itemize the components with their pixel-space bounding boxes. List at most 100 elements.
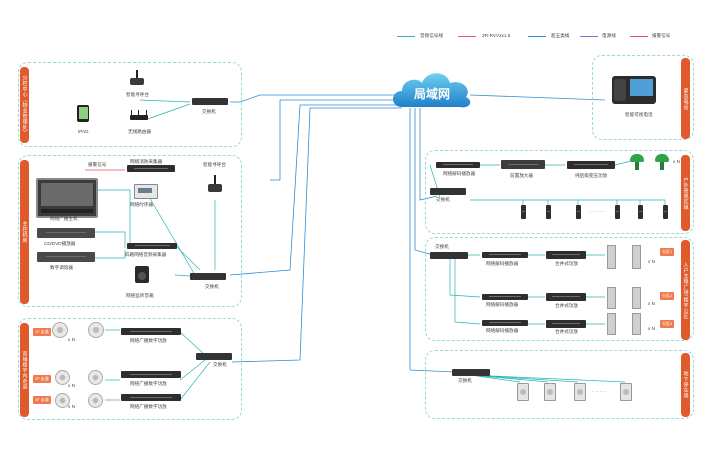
master-paging-icon[interactable] xyxy=(208,175,222,193)
column-speaker-3[interactable] xyxy=(576,205,581,219)
column-speaker-2[interactable] xyxy=(546,205,551,219)
legend-rvv: ZR-RVV2x1.5 xyxy=(482,33,511,38)
branch-section xyxy=(18,62,242,147)
wall-speaker-4[interactable] xyxy=(620,383,632,401)
tower-speaker-2b[interactable] xyxy=(632,287,641,309)
ceiling-speaker-3a[interactable] xyxy=(55,393,70,408)
column-speaker-dots: ······ xyxy=(590,209,606,214)
master-section xyxy=(18,155,242,307)
tower-zone-3: 分区3 xyxy=(660,320,675,328)
timer-label: 网络时序器 xyxy=(130,202,153,207)
ceiling-speaker-2b[interactable] xyxy=(88,370,103,385)
square-decoder-label: 网络解码播放器 xyxy=(443,171,476,176)
timer-device[interactable] xyxy=(134,184,158,199)
wall-speaker-3[interactable] xyxy=(574,383,586,401)
corridor-zone-2: 2F 走道 xyxy=(33,375,51,383)
column-speaker-1[interactable] xyxy=(521,205,526,219)
parking-switch[interactable] xyxy=(452,369,490,376)
column-speaker-5[interactable] xyxy=(638,205,643,219)
corridor-switch[interactable] xyxy=(196,353,232,360)
cd-player[interactable] xyxy=(37,228,95,238)
video-phone-icon[interactable] xyxy=(612,76,656,104)
tower-decoder-1[interactable] xyxy=(482,252,528,258)
tower-speaker-3b[interactable] xyxy=(632,313,641,335)
alarm-signal-label: 报警信号 xyxy=(88,162,107,167)
lawn-speaker-2[interactable] xyxy=(655,154,669,170)
square-tab: 户外景观区域 xyxy=(681,155,690,231)
lawn-speaker-xn: x N xyxy=(673,159,680,164)
audio-collector[interactable] xyxy=(127,243,177,249)
ceiling-speaker-3b[interactable] xyxy=(88,393,103,408)
broadcast-host[interactable] xyxy=(36,178,98,218)
wall-speaker-dots: ······ xyxy=(592,389,608,394)
video-phone-label: 智能可视电话 xyxy=(625,112,653,117)
corridor-xn-1: x N xyxy=(68,337,75,342)
ceiling-speaker-1a[interactable] xyxy=(52,322,68,338)
legend-line-power xyxy=(580,36,598,37)
ceiling-speaker-1b[interactable] xyxy=(88,322,104,338)
square-power-amp[interactable] xyxy=(567,161,615,169)
square-preamp[interactable] xyxy=(501,160,545,169)
fire-collector-label: 网络消防采集器 xyxy=(130,159,163,164)
tower-amp-3[interactable] xyxy=(546,320,586,328)
parking-section xyxy=(425,350,694,419)
tuner[interactable] xyxy=(37,252,95,262)
column-speaker-6[interactable] xyxy=(663,205,668,219)
monitor-speaker-label: 网络监听音箱 xyxy=(126,293,154,298)
master-switch[interactable] xyxy=(190,273,226,280)
corridor-amp-2[interactable] xyxy=(121,371,181,378)
corridor-amp-3[interactable] xyxy=(121,394,181,401)
tower-amp-1[interactable] xyxy=(546,251,586,259)
paging-console-icon[interactable] xyxy=(130,70,144,86)
tower-xn-2: x N xyxy=(648,301,655,306)
corridor-amp-1[interactable] xyxy=(121,328,181,335)
tower-section xyxy=(425,237,694,341)
master-paging-label: 智能寻呼台 xyxy=(203,162,226,167)
tower-speaker-2a[interactable] xyxy=(607,287,616,309)
legend-cat5: 超五类线 xyxy=(551,33,570,38)
phone-tab: 紧急电话 xyxy=(681,58,690,139)
fire-collector[interactable] xyxy=(127,165,175,172)
cloud-label: 局域网 xyxy=(413,87,450,101)
wall-speaker-1[interactable] xyxy=(517,383,529,401)
master-switch-label: 交换机 xyxy=(205,284,219,289)
square-switch[interactable] xyxy=(430,188,466,195)
parking-switch-label: 交换机 xyxy=(458,378,472,383)
lawn-speaker-1[interactable] xyxy=(630,154,644,170)
tower-amp-2[interactable] xyxy=(546,293,586,301)
branch-switch-label: 交换机 xyxy=(202,109,216,114)
branch-switch[interactable] xyxy=(192,98,228,105)
tower-decoder-3[interactable] xyxy=(482,320,528,326)
corridor-section xyxy=(18,318,242,420)
ipad-icon[interactable] xyxy=(77,105,89,122)
monitor-speaker[interactable] xyxy=(135,266,149,283)
router-icon[interactable] xyxy=(130,110,148,120)
legend-line-alarm xyxy=(630,36,648,37)
tuner-label: 数字调谐器 xyxy=(50,265,73,270)
cloud-icon xyxy=(393,73,471,108)
tower-speaker-1b[interactable] xyxy=(632,245,641,269)
corridor-xn-3: x N xyxy=(68,404,75,409)
square-decoder[interactable] xyxy=(436,162,480,168)
router-label: 无线路由器 xyxy=(128,129,151,134)
column-speaker-4[interactable] xyxy=(615,205,620,219)
legend-power: 电源线 xyxy=(602,33,616,38)
corridor-tab: 商铺楼宇内走道 xyxy=(20,323,29,417)
branch-tab: 分控中心（物业管理处） xyxy=(20,67,29,143)
square-section xyxy=(425,150,694,234)
tower-decoder-2[interactable] xyxy=(482,294,528,300)
tower-speaker-1a[interactable] xyxy=(607,245,616,269)
tower-decoder-3-label: 网络解码播放器 xyxy=(486,328,519,333)
branch-paging-label: 智能寻呼台 xyxy=(126,92,149,97)
tower-switch[interactable] xyxy=(430,252,468,259)
wall-speaker-2[interactable] xyxy=(544,383,556,401)
ceiling-speaker-2a[interactable] xyxy=(55,370,70,385)
tower-speaker-3a[interactable] xyxy=(607,313,616,335)
parking-tab: 地下停车场 xyxy=(681,353,690,417)
tower-amp-1-label: 合并式功放 xyxy=(555,261,578,266)
lan-cloud: 局域网 xyxy=(388,67,476,111)
tower-xn-1: x N xyxy=(648,259,655,264)
broadcast-host-label: 网络广播主机 xyxy=(50,216,78,221)
tower-zone-2: 分区2 xyxy=(660,292,675,300)
